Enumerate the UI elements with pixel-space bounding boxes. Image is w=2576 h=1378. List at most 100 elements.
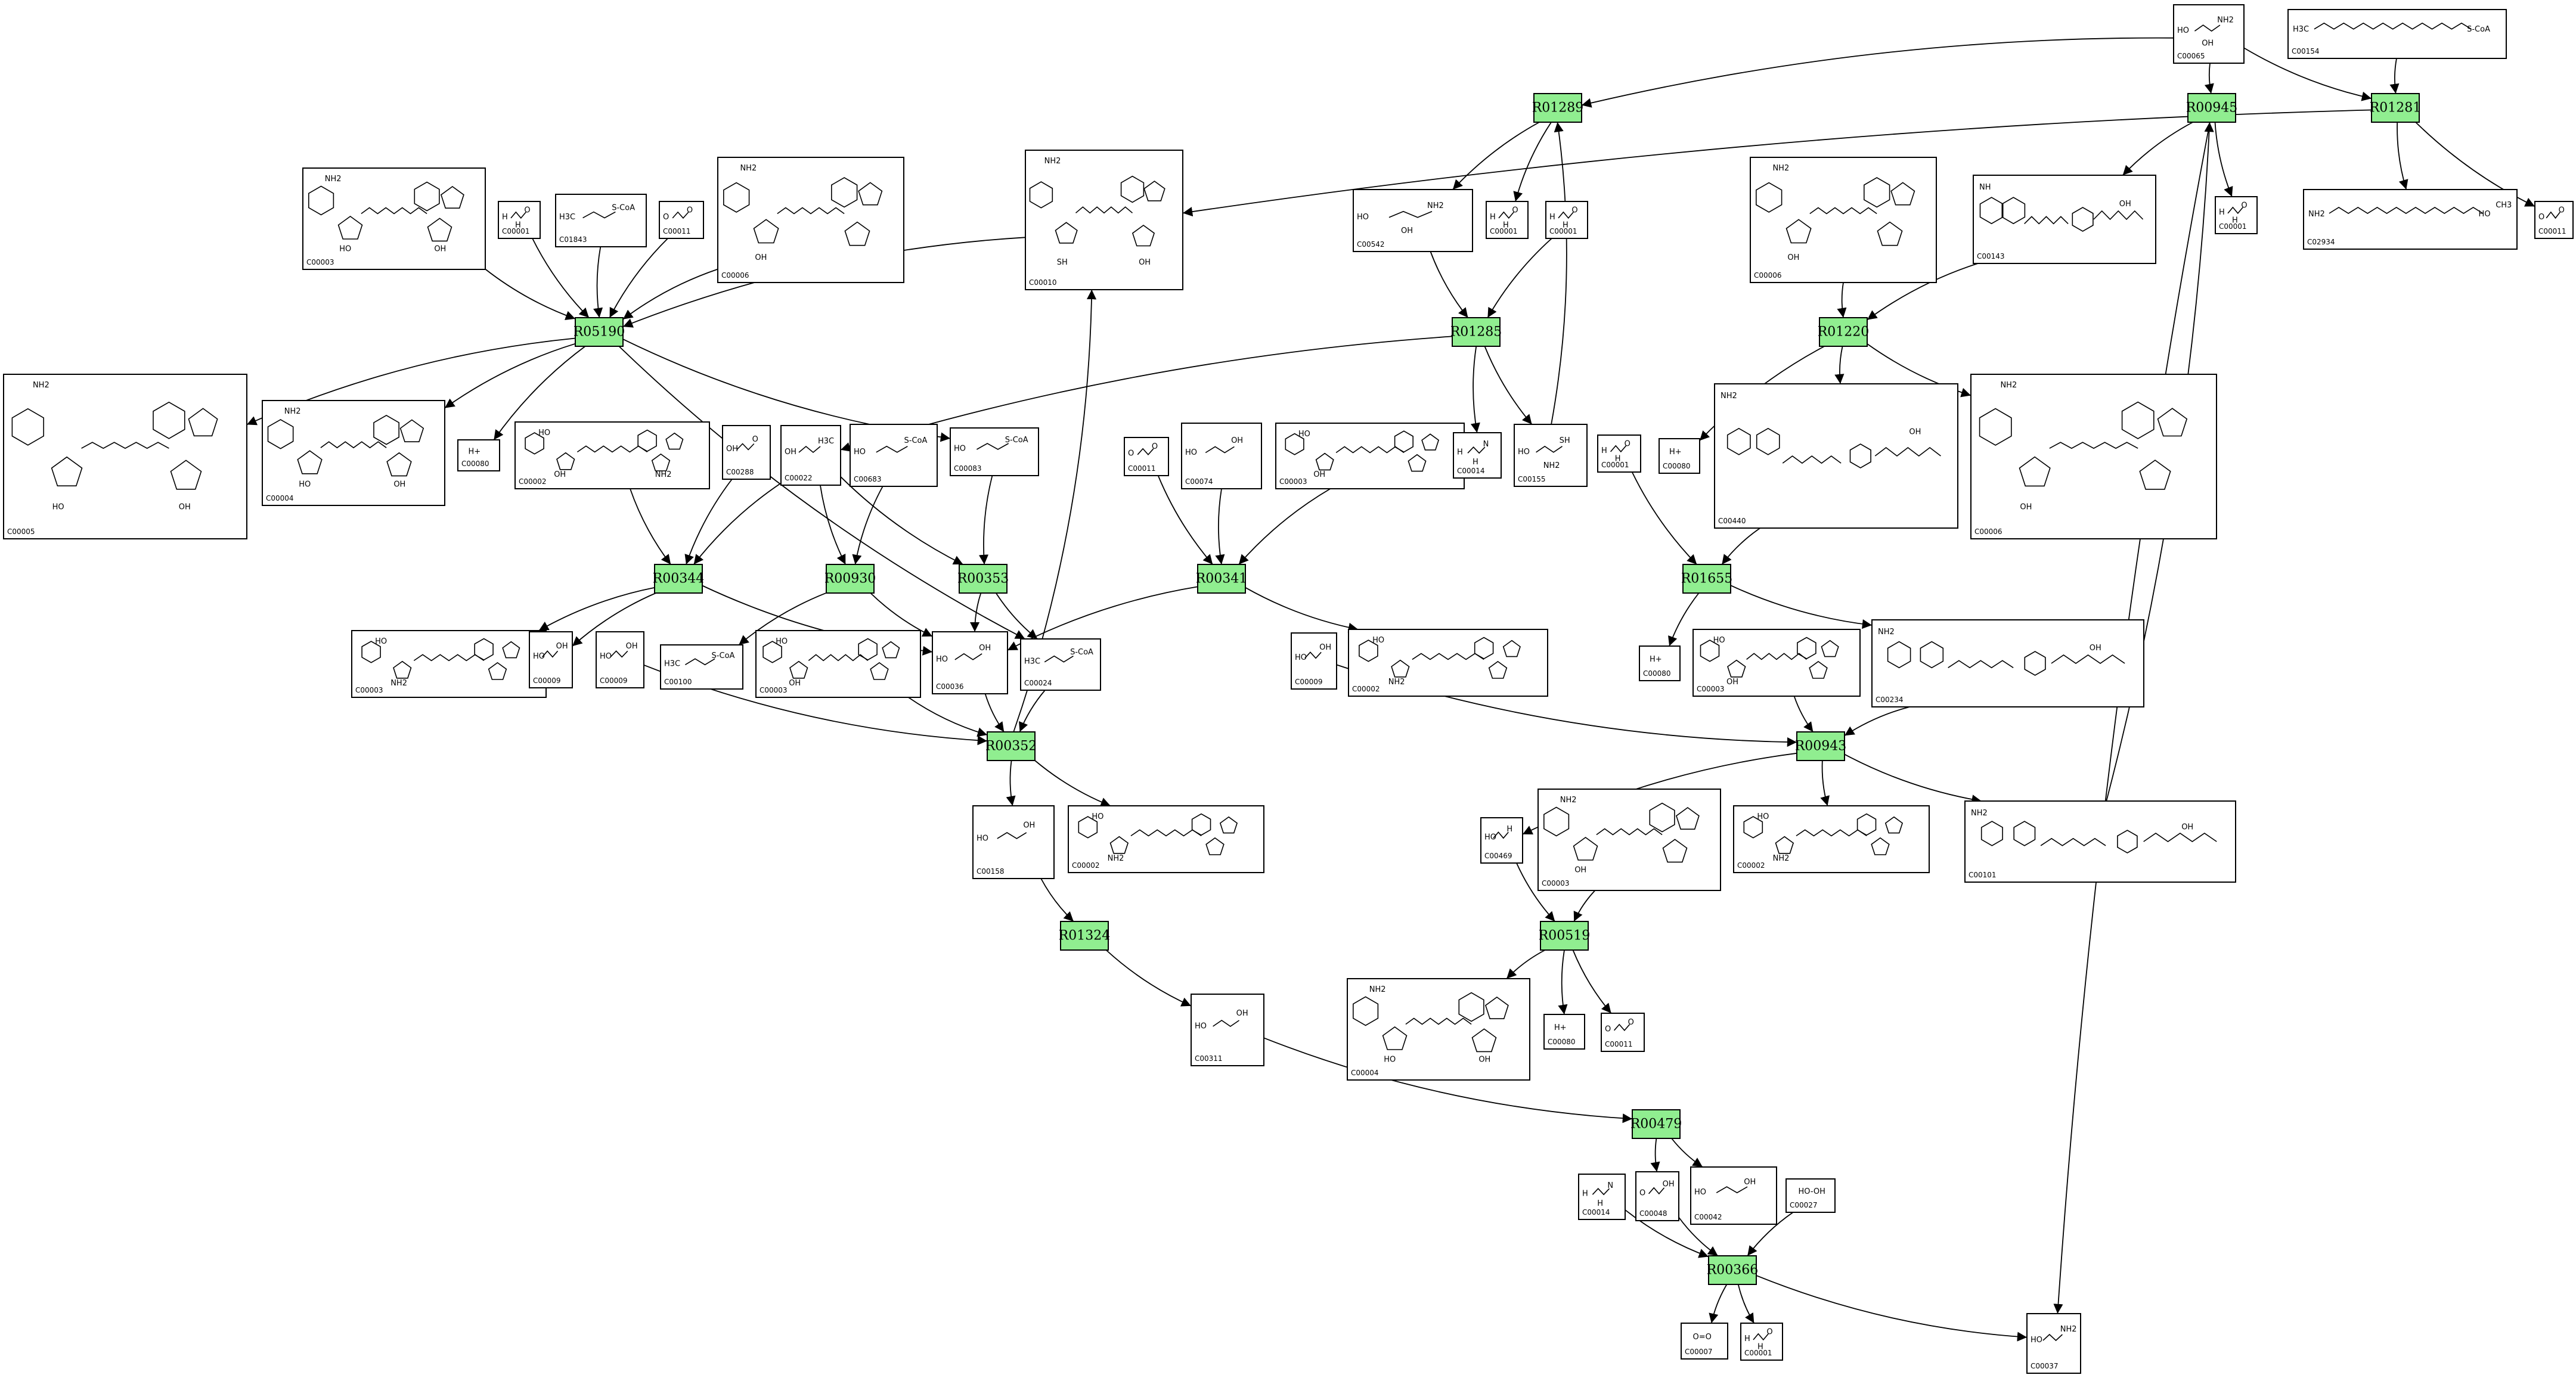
atom-label: OH: [1744, 1178, 1756, 1187]
reaction-node-r00479[interactable]: R00479: [1630, 1109, 1682, 1139]
atom-label: H: [2232, 216, 2238, 225]
reaction-node-r01285[interactable]: R01285: [1450, 317, 1502, 347]
compound-node-c00007[interactable]: O=O C00007: [1681, 1323, 1728, 1360]
reaction-node-r01289[interactable]: R01289: [1532, 93, 1584, 123]
compound-node-c00080-b[interactable]: H+C00080: [1659, 438, 1700, 474]
edge-c00048-to-R00366: [1678, 1216, 1719, 1256]
reaction-node-r00366[interactable]: R00366: [1707, 1255, 1759, 1285]
reaction-node-r00930[interactable]: R00930: [824, 564, 876, 594]
atom-label: H: [1457, 448, 1463, 457]
reaction-node-r01281[interactable]: R01281: [2370, 93, 2422, 123]
reaction-node-r00341[interactable]: R00341: [1196, 564, 1248, 594]
compound-id: C00037: [2031, 1362, 2059, 1370]
compound-id: C00007: [1685, 1348, 1713, 1356]
reaction-node-r01655[interactable]: R01655: [1681, 564, 1733, 594]
atom-label: NH2: [2308, 210, 2325, 219]
reaction-node-r00943[interactable]: R00943: [1795, 731, 1847, 761]
reaction-node-r00344[interactable]: R00344: [653, 564, 705, 594]
reaction-node-r00519[interactable]: R00519: [1539, 921, 1591, 951]
compound-node-c00080-d[interactable]: H+C00080: [1543, 1014, 1585, 1050]
reaction-node-r01220[interactable]: R01220: [1818, 317, 1870, 347]
compound-node-c00080-c[interactable]: H+C00080: [1639, 645, 1681, 681]
compound-id: C00100: [664, 678, 692, 686]
atom-label: H: [1490, 213, 1496, 222]
compound-node-c00080-a[interactable]: H+C00080: [457, 439, 500, 471]
atom-label: HO: [1298, 430, 1310, 439]
reaction-node-r00352[interactable]: R00352: [985, 731, 1037, 761]
edge-R01289-to-c00042x: [1452, 122, 1540, 190]
reaction-node-r00945[interactable]: R00945: [2186, 93, 2238, 123]
reaction-node-r01324[interactable]: R01324: [1059, 921, 1111, 951]
edge-c00683-to-R00930: [852, 486, 884, 565]
atom-label: OH: [2119, 200, 2131, 209]
reaction-node-r00353[interactable]: R00353: [957, 564, 1009, 594]
atom-label: HO: [1694, 1188, 1706, 1197]
compound-box: [1740, 1323, 1783, 1361]
reaction-node-r05190[interactable]: R05190: [574, 317, 625, 347]
structure-drawing: O=O: [1693, 1333, 1712, 1342]
structure-drawing: OO: [1605, 1018, 1634, 1034]
